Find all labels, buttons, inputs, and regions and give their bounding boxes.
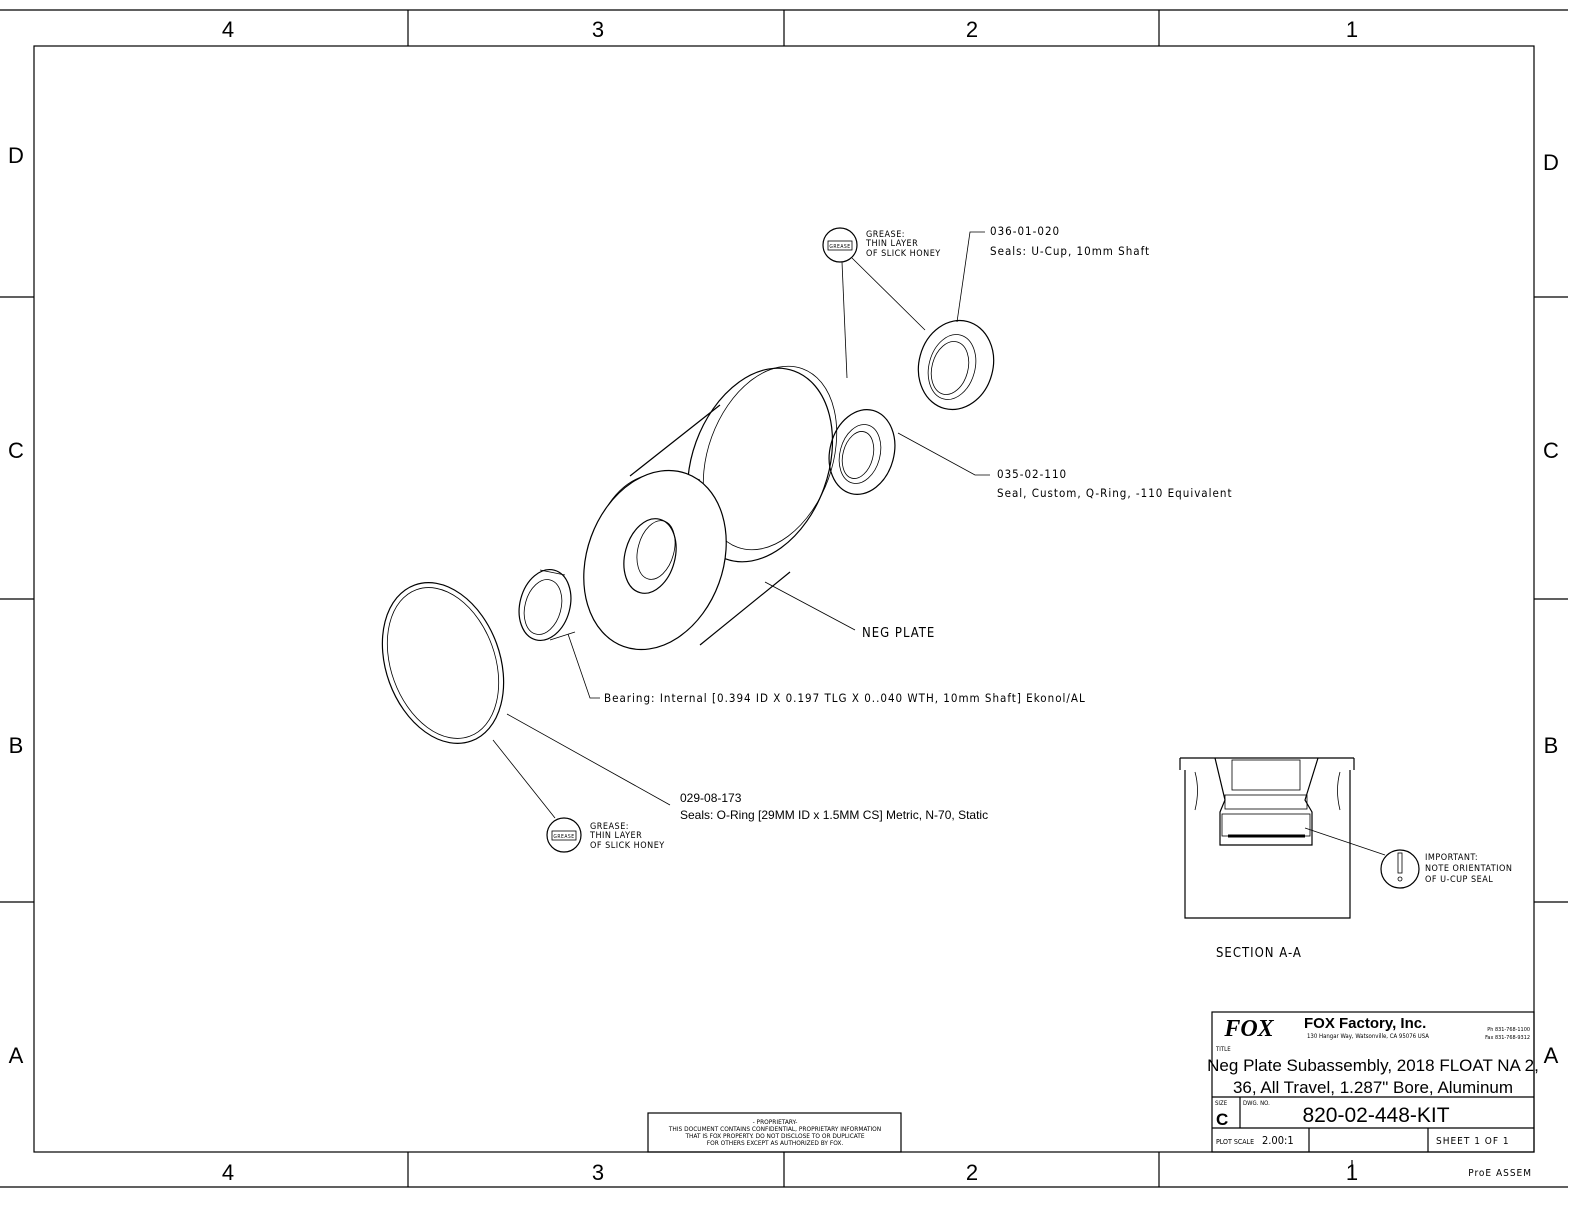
zone-col-1-top: 1 [1346, 17, 1358, 42]
bearing-part [518, 569, 576, 641]
oring-part [381, 582, 505, 744]
grease-note-line: GREASE: [590, 822, 629, 832]
company-phone: Ph 831-768-1100 [1487, 1027, 1530, 1033]
title-line-2: 36, All Travel, 1.287" Bore, Aluminum [1233, 1078, 1513, 1097]
size-label: SIZE [1215, 1100, 1228, 1107]
zone-col-3-top: 3 [592, 17, 604, 42]
zone-row-c-right: C [1543, 438, 1559, 463]
dwg-no-label: DWG. NO. [1243, 1100, 1270, 1107]
sheet-number: SHEET 1 OF 1 [1436, 1136, 1510, 1147]
zone-row-b-right: B [1544, 733, 1559, 758]
proprietary-notice: - PROPRIETARY- THIS DOCUMENT CONTAINS CO… [647, 1112, 902, 1153]
drawing-frame [0, 9, 1568, 1188]
ucup-description: Seals: U-Cup, 10mm Shaft [990, 244, 1150, 258]
grease-icon [546, 817, 582, 853]
grease-callout-bottom: GREASE GREASE: THIN LAYER OF SLICK HONEY [546, 817, 665, 853]
ucup-seal-part [917, 319, 995, 411]
proprietary-line: FOR OTHERS EXCEPT AS AUTHORIZED BY FOX. [707, 1139, 844, 1147]
plot-scale-label: PLOT SCALE [1216, 1138, 1254, 1146]
zone-col-2-bottom: 2 [966, 1160, 978, 1185]
proprietary-line: - PROPRIETARY- [753, 1118, 798, 1126]
bearing-label: Bearing: Internal [0.394 ID X 0.197 TLG … [604, 691, 1086, 705]
drawing-number: 820-02-448-KIT [1302, 1104, 1449, 1127]
fox-logo: FOX [1223, 1016, 1274, 1042]
grease-icon-label: GREASE [553, 834, 574, 840]
oring-part-number: 029-08-173 [680, 791, 742, 805]
important-note-line: IMPORTANT: [1425, 853, 1478, 863]
grease-note-line: GREASE: [866, 230, 905, 240]
proprietary-line: THAT IS FOX PROPERTY. DO NOT DISCLOSE TO… [684, 1132, 864, 1140]
exclamation-icon [1380, 849, 1420, 889]
zone-row-a-right: A [1544, 1043, 1559, 1068]
grease-note-line: THIN LAYER [865, 239, 918, 249]
size-value: C [1216, 1110, 1228, 1129]
title-line-1: Neg Plate Subassembly, 2018 FLOAT NA 2, [1207, 1056, 1539, 1075]
important-callout: IMPORTANT: NOTE ORIENTATION OF U-CUP SEA… [1380, 849, 1512, 889]
zone-row-c-left: C [8, 438, 24, 463]
proprietary-line: THIS DOCUMENT CONTAINS CONFIDENTIAL, PRO… [668, 1125, 881, 1133]
neg-plate-label: NEG PLATE [862, 626, 935, 641]
zone-col-4-bottom: 4 [222, 1160, 234, 1185]
zone-row-a-left: A [9, 1043, 24, 1068]
grease-callout-top: GREASE GREASE: THIN LAYER OF SLICK HONEY [822, 227, 941, 263]
grease-note-line: THIN LAYER [589, 831, 642, 841]
zone-row-d-left: D [8, 143, 24, 168]
neg-plate-part [583, 365, 838, 651]
title-label: TITLE [1215, 1046, 1231, 1053]
grease-note-line: OF SLICK HONEY [590, 841, 665, 851]
qring-description: Seal, Custom, Q-Ring, -110 Equivalent [997, 486, 1233, 500]
grease-note-line: OF SLICK HONEY [866, 249, 941, 259]
plot-scale-value: 2.00:1 [1262, 1134, 1294, 1147]
zone-col-3-bottom: 3 [592, 1160, 604, 1185]
company-name: FOX Factory, Inc. [1304, 1015, 1426, 1032]
important-note-line: NOTE ORIENTATION [1425, 864, 1512, 874]
grease-icon-label: GREASE [829, 244, 850, 250]
title-block: FOX FOX Factory, Inc. 130 Hangar Way, Wa… [1207, 1011, 1539, 1179]
zone-col-4-top: 4 [222, 17, 234, 42]
section-label: SECTION A-A [1216, 946, 1302, 961]
ucup-part-number: 036-01-020 [990, 224, 1060, 238]
proe-assem-label: ProE ASSEM [1468, 1168, 1532, 1179]
grease-icon [822, 227, 858, 263]
company-fax: Fax 831-768-9312 [1485, 1035, 1530, 1041]
leader-lines [492, 231, 1386, 856]
zone-col-2-top: 2 [966, 17, 978, 42]
section-a-a-view [1179, 757, 1355, 919]
important-note-line: OF U-CUP SEAL [1425, 875, 1493, 885]
zone-row-b-left: B [9, 733, 24, 758]
qring-part-number: 035-02-110 [997, 467, 1067, 481]
zone-row-d-right: D [1543, 150, 1559, 175]
oring-description: Seals: O-Ring [29MM ID x 1.5MM CS] Metri… [680, 808, 988, 822]
company-address: 130 Hangar Way, Watsonville, CA 95076 US… [1307, 1033, 1429, 1040]
qring-seal-part [828, 409, 896, 495]
